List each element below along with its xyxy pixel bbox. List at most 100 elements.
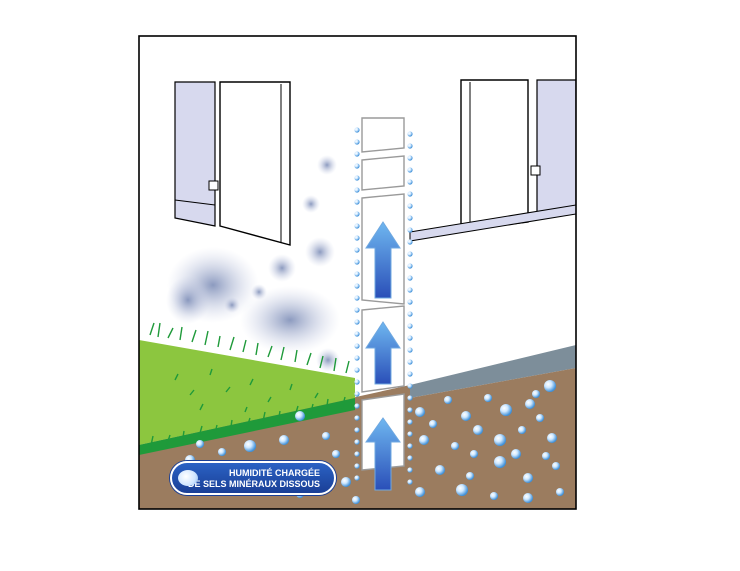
droplet-icon [451,442,459,450]
droplet-icon [407,251,413,257]
droplet-icon [354,175,360,181]
droplet-icon [354,367,360,373]
droplet-icon [354,139,360,145]
droplet-icon [354,439,360,445]
droplet-icon [461,411,471,421]
droplet-icon [352,496,360,504]
droplet-icon [354,163,360,169]
droplet-icon [407,455,413,461]
droplet-icon [407,311,413,317]
droplet-icon [407,143,413,149]
droplet-icon [354,307,360,313]
droplet-icon [354,211,360,217]
droplet-icon [407,239,413,245]
left-window [174,81,291,246]
droplet-icon [354,283,360,289]
droplet-icon [407,227,413,233]
droplet-icon [354,331,360,337]
droplet-icon [407,299,413,305]
right-window [409,79,576,242]
droplet-icon [494,434,506,446]
droplet-icon [419,435,429,445]
droplet-icon [407,467,413,473]
droplet-icon [354,391,360,397]
droplet-icon [354,343,360,349]
droplet-icon [354,187,360,193]
droplet-icon [354,415,360,421]
droplet-icon [332,450,340,458]
droplet-icon [470,450,478,458]
upward-arrow-icon [365,221,401,491]
droplet-icon [322,432,330,440]
droplet-icon [456,484,468,496]
droplet-icon [407,323,413,329]
humidity-stains [166,155,350,405]
droplet-icon [407,131,413,137]
droplet-icon [500,404,512,416]
droplet-icon [435,465,445,475]
droplet-icon [407,347,413,353]
droplet-icon [354,259,360,265]
droplet-icon [415,407,425,417]
droplet-icon [244,440,256,452]
droplets [185,127,564,504]
info-bubble-icon [178,470,198,486]
droplet-icon [523,473,533,483]
droplet-icon [547,433,557,443]
plinth [410,345,576,398]
droplet-icon [407,371,413,377]
droplet-icon [279,435,289,445]
droplet-icon [407,395,413,401]
droplet-icon [556,488,564,496]
frame [138,35,577,510]
droplet-icon [494,456,506,468]
droplet-icon [466,472,474,480]
droplet-icon [354,379,360,385]
droplet-icon [552,462,560,470]
droplet-icon [407,191,413,197]
droplet-icon [354,151,360,157]
droplet-icon [407,479,413,485]
droplet-icon [407,443,413,449]
droplet-icon [407,407,413,413]
droplet-icon [407,215,413,221]
droplet-icon [407,263,413,269]
droplet-icon [490,492,498,500]
droplet-icon [444,396,452,404]
droplet-icon [354,223,360,229]
droplet-icon [518,426,526,434]
droplet-icon [354,199,360,205]
droplet-icon [542,452,550,460]
droplet-icon [407,419,413,425]
droplet-icon [354,235,360,241]
droplet-icon [196,440,204,448]
droplet-icon [429,420,437,428]
droplet-icon [354,247,360,253]
droplet-icon [354,271,360,277]
droplet-icon [341,477,351,487]
droplet-icon [354,427,360,433]
droplet-icon [354,451,360,457]
droplet-icon [354,403,360,409]
droplet-icon [354,463,360,469]
droplet-icon [354,127,360,133]
droplet-icon [407,275,413,281]
droplet-icon [473,425,483,435]
droplet-icon [407,359,413,365]
droplet-icon [407,179,413,185]
droplet-icon [354,475,360,481]
droplet-icon [407,167,413,173]
caption-badge: HUMIDITÉ CHARGÉE DE SELS MINÉRAUX DISSOU… [170,461,336,495]
droplet-icon [407,335,413,341]
droplet-icon [484,394,492,402]
droplet-icon [415,487,425,497]
droplet-icon [218,448,226,456]
droplet-icon [407,287,413,293]
droplet-icon [544,380,556,392]
droplet-icon [536,414,544,422]
droplet-icon [407,383,413,389]
droplet-icon [295,411,305,421]
droplet-icon [407,203,413,209]
droplet-icon [525,399,535,409]
